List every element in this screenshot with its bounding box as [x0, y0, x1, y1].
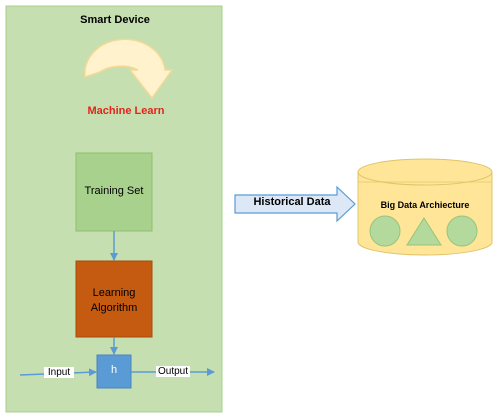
database-circle-right-icon: [446, 215, 478, 247]
output-label: Output: [156, 366, 190, 377]
learning-algorithm-box: [75, 260, 153, 338]
learning-algorithm-label: Learning Algorithm: [90, 287, 138, 314]
historical-data-label: Historical Data: [253, 196, 331, 208]
training-set-label: Training Set: [84, 185, 144, 197]
database-circle-left-icon: [369, 215, 401, 247]
machine-learn-label: Machine Learn: [87, 105, 165, 117]
hypothesis-label: h: [110, 364, 118, 376]
smart-device-title: Smart Device: [80, 14, 150, 26]
curved-arrow-icon: [84, 38, 174, 100]
big-data-architecture-label: Big Data Archiecture: [380, 200, 470, 210]
hypothesis-box: [96, 354, 132, 389]
training-set-box: [75, 152, 153, 232]
historical-data-arrow: [234, 185, 356, 223]
input-label: Input: [44, 367, 74, 378]
database-triangle-icon: [406, 217, 442, 246]
